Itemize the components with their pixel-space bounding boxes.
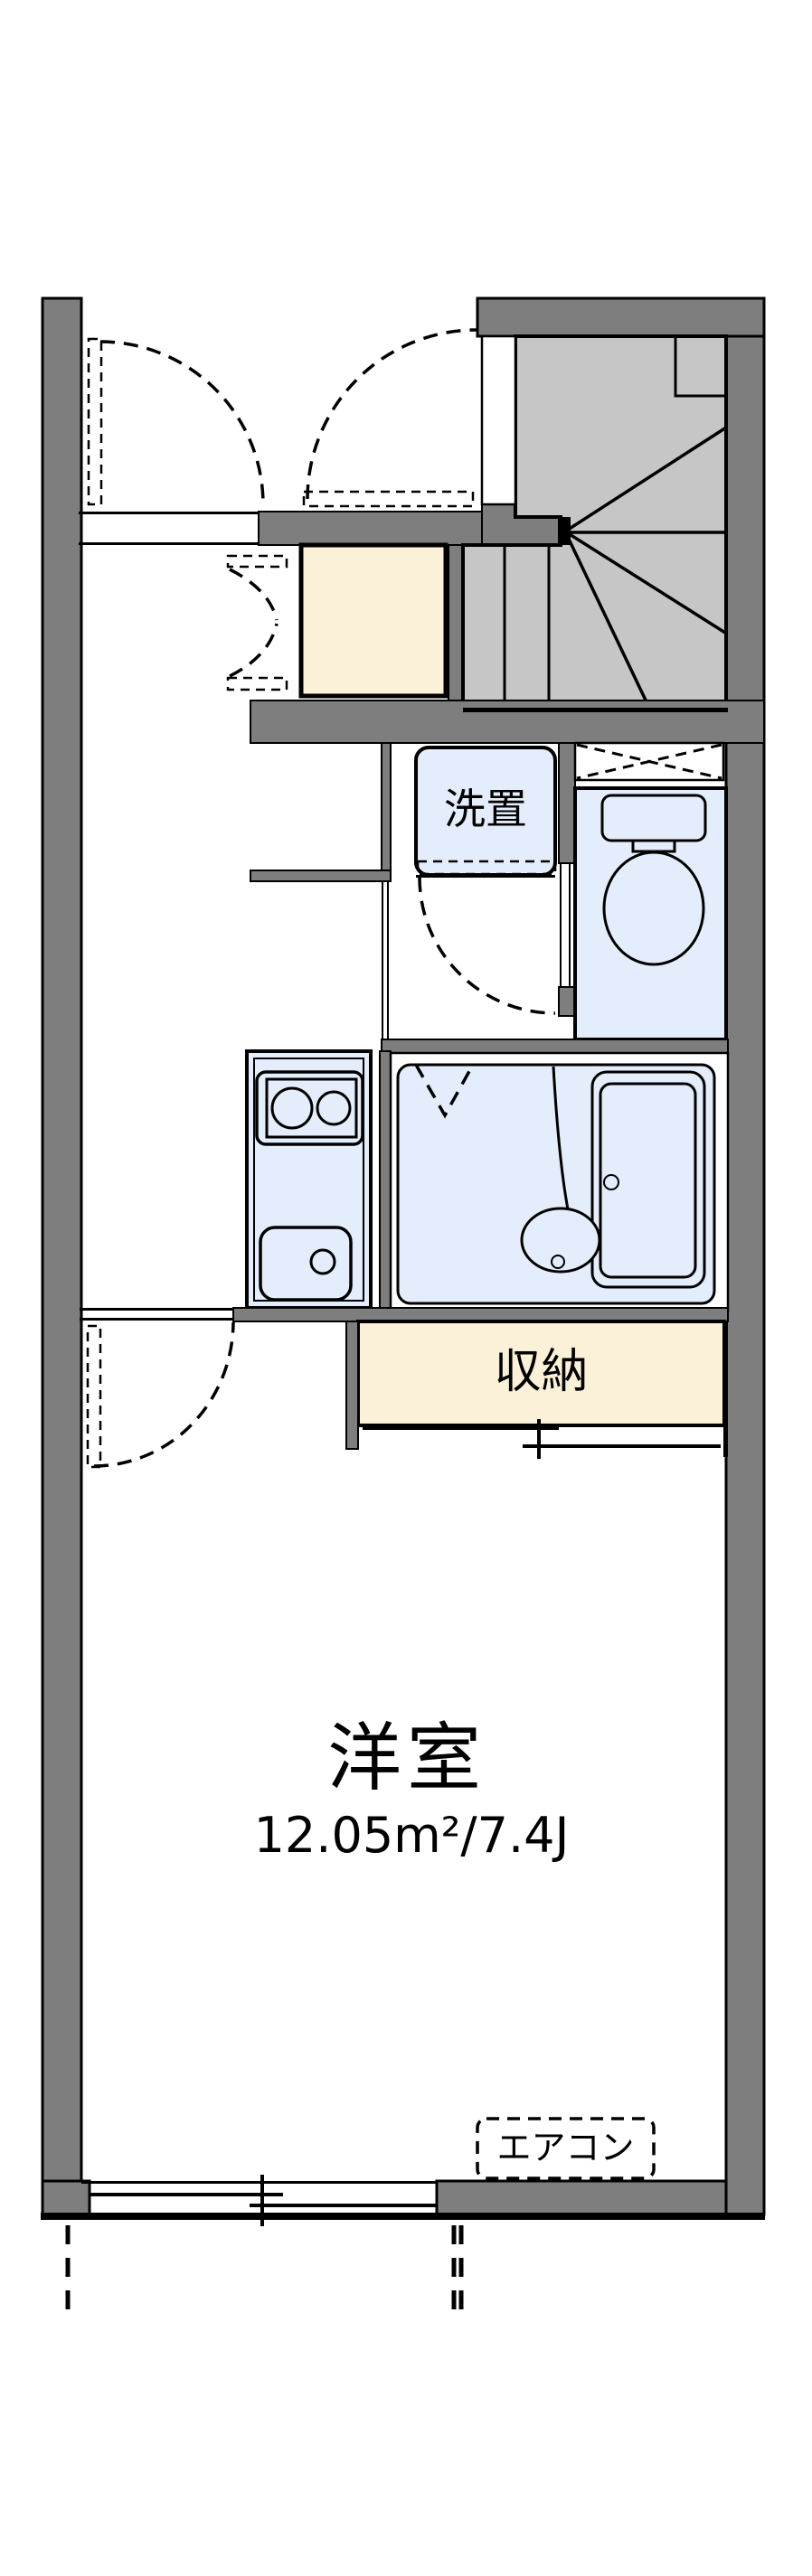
stair-winder-lines <box>503 426 727 709</box>
aircon-box-icon <box>476 2117 656 2180</box>
room-door-swing-icon <box>93 1321 235 1468</box>
storage-floor <box>356 1320 726 1427</box>
right-wall <box>724 296 766 2216</box>
stair-bottom-line <box>463 708 728 712</box>
entry-door-leaf-icon <box>87 337 103 506</box>
toilet-partition-stub <box>558 986 576 1017</box>
genkan-north-wall <box>258 511 483 546</box>
main-room-door <box>86 1321 235 1469</box>
washroom-door-leaf-icon <box>416 860 557 876</box>
left-wall <box>41 296 83 2216</box>
aircon-label: エアコン <box>496 2128 635 2167</box>
toilet-room <box>573 741 728 1041</box>
boundary-dashes <box>65 2225 464 2309</box>
stair-landing-line <box>674 336 726 398</box>
room-north-wall <box>232 1307 729 1322</box>
bottom-right-wall <box>435 2179 728 2216</box>
bathroom <box>379 1050 730 1312</box>
toilet-partition-wall <box>558 742 576 864</box>
bottom-window-icon <box>81 2175 437 2226</box>
laundry-label: 洗置 <box>444 785 527 833</box>
hall-south-wall <box>250 700 765 744</box>
main-room-label: 洋室 <box>326 1716 486 1801</box>
closet-sliding-door-icon <box>363 1419 721 1459</box>
hall-partition-wall <box>250 870 392 882</box>
bathroom-west-wall <box>379 1050 392 1312</box>
stair-top-wall <box>476 296 766 338</box>
genkan-floor <box>298 542 448 699</box>
bottom-left-wall <box>41 2179 91 2216</box>
toilet-icon <box>600 794 707 966</box>
front-door-leaf-icon <box>302 490 475 508</box>
room-area-label: 12.05m²/7.4J <box>253 1807 570 1864</box>
staircase <box>461 334 728 710</box>
kitchen-counter <box>245 1049 373 1310</box>
storage-label: 収納 <box>494 1345 589 1399</box>
outer-walls <box>41 296 766 2220</box>
washbasin-icon <box>520 1207 601 1274</box>
bathroom-floor <box>396 1063 716 1305</box>
vent-hatch-icon <box>573 741 725 782</box>
entry-door-swing-icon <box>99 340 265 505</box>
storage-closet <box>80 1307 729 1459</box>
bath-folding-door-icon <box>414 1064 475 1119</box>
front-door-swing-icon <box>306 328 477 500</box>
room-door-leaf-icon <box>86 1324 102 1469</box>
stair-entry-gap <box>480 334 517 506</box>
bottom-base-line <box>41 2213 765 2220</box>
entrance-area <box>79 328 564 701</box>
sink-icon <box>259 1226 353 1302</box>
bathtub-icon <box>590 1070 706 1289</box>
washroom <box>250 742 576 1051</box>
genkan-east-wall <box>448 544 464 701</box>
stove-icon <box>255 1070 364 1146</box>
storage-west-stub <box>345 1321 359 1450</box>
washroom-door-swing-icon <box>418 877 556 1015</box>
washroom-west-wall <box>381 742 392 882</box>
shoe-closet-bifold-icon <box>226 554 288 691</box>
bath-divider-line <box>552 1066 570 1210</box>
